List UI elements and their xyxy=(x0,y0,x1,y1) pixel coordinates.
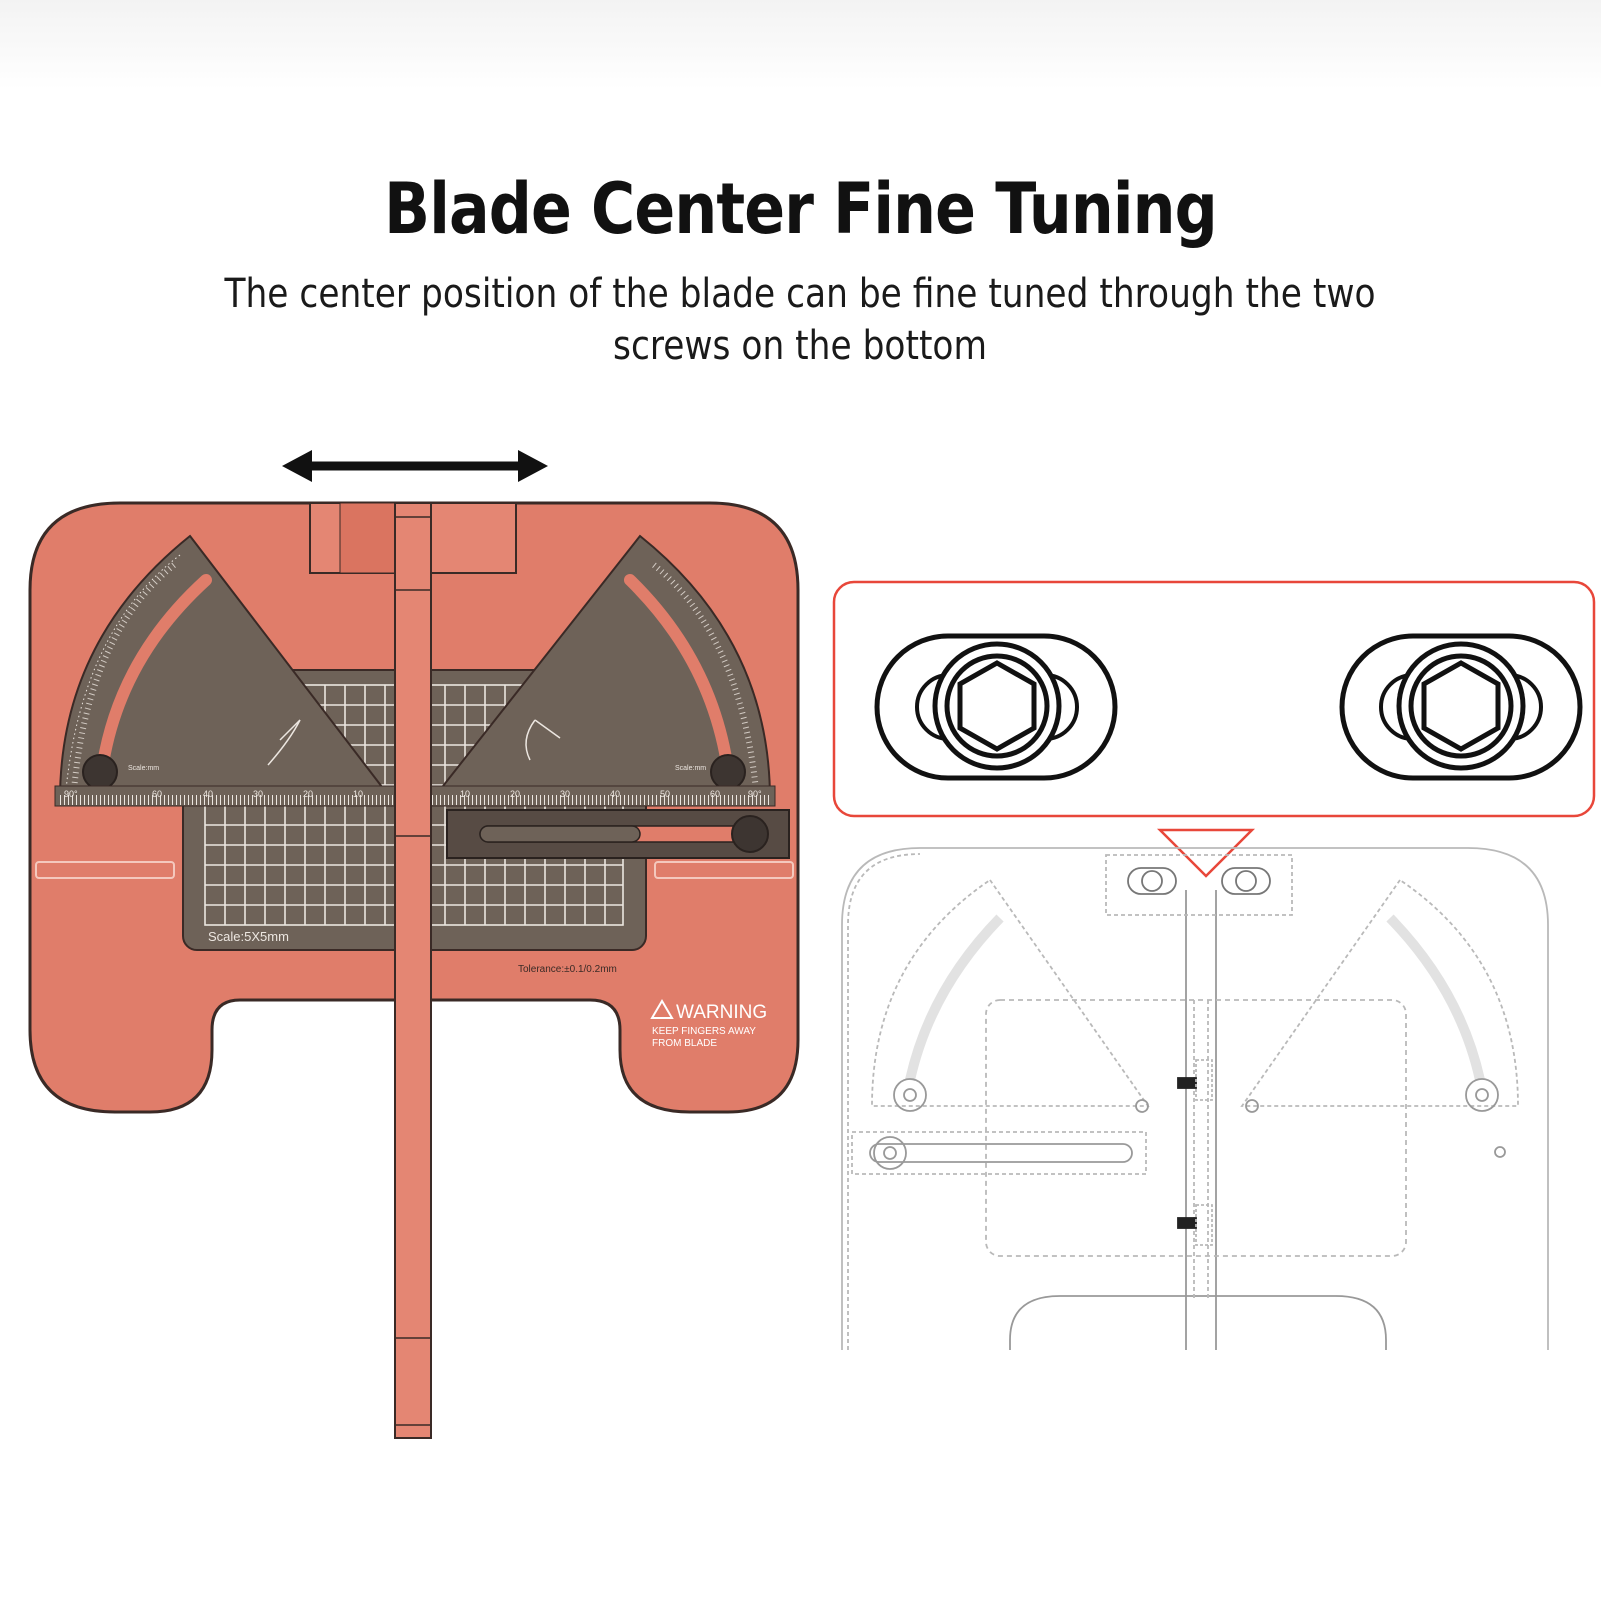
svg-text:40: 40 xyxy=(203,789,213,799)
page-subtitle: The center position of the blade can be … xyxy=(224,271,1376,369)
double-arrow-icon xyxy=(282,450,548,482)
svg-text:40: 40 xyxy=(610,789,620,799)
svg-text:KEEP FINGERS AWAY: KEEP FINGERS AWAY xyxy=(652,1026,756,1037)
svg-text:90°: 90° xyxy=(748,789,762,799)
svg-text:60: 60 xyxy=(710,789,720,799)
right-screw-icon xyxy=(1339,633,1583,781)
callout-pointer-icon xyxy=(1156,828,1256,878)
slider-bar xyxy=(446,809,790,859)
grid-scale-label: Scale:5X5mm xyxy=(208,929,289,944)
right-slot xyxy=(654,861,794,879)
bottom-view-drawing xyxy=(841,847,1549,1350)
svg-text:30: 30 xyxy=(253,789,263,799)
svg-text:60: 60 xyxy=(152,789,162,799)
warning-icon xyxy=(650,999,674,1019)
svg-text:50: 50 xyxy=(660,789,670,799)
svg-text:FROM BLADE: FROM BLADE xyxy=(652,1038,717,1049)
warning-block: WARNING KEEP FINGERS AWAY FROM BLADE xyxy=(650,999,767,1049)
svg-text:10: 10 xyxy=(460,789,470,799)
left-screw-icon xyxy=(874,633,1118,781)
svg-text:10: 10 xyxy=(353,789,363,799)
product-render: Scale:5X5mm Scale:mm Scale:mm 90° xyxy=(28,501,800,1439)
left-slot xyxy=(35,861,175,879)
right-scale-label: Scale:mm xyxy=(675,765,706,772)
tolerance-label: Tolerance:±0.1/0.2mm xyxy=(518,964,617,975)
center-fence-bar xyxy=(394,502,432,1439)
top-fade-background xyxy=(0,0,1601,90)
page-title: Blade Center Fine Tuning xyxy=(384,168,1218,250)
screw-callout xyxy=(832,580,1596,818)
right-protractor: Scale:mm xyxy=(429,534,772,801)
svg-text:WARNING: WARNING xyxy=(676,1002,767,1023)
svg-text:90°: 90° xyxy=(64,789,78,799)
svg-text:20: 20 xyxy=(303,789,313,799)
svg-text:30: 30 xyxy=(560,789,570,799)
svg-text:20: 20 xyxy=(510,789,520,799)
left-scale-label: Scale:mm xyxy=(128,765,159,772)
